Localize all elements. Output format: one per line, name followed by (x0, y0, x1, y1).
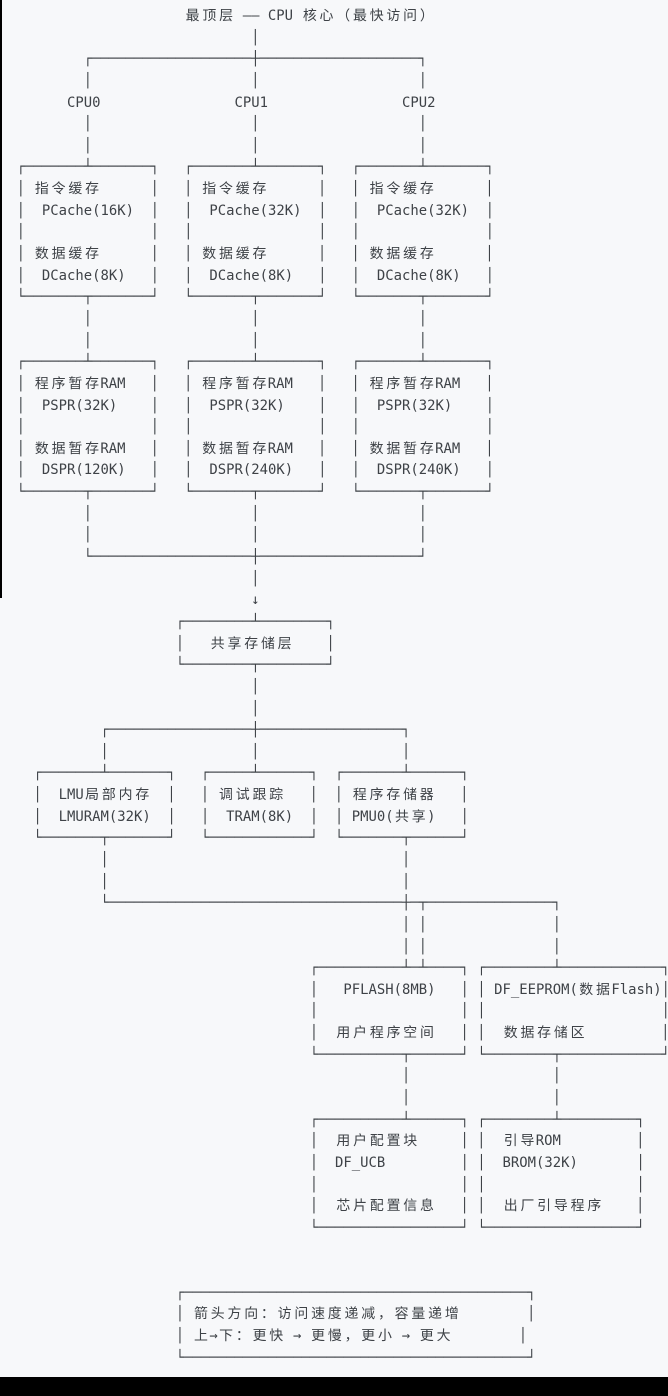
diagram-line: │ │ │ │ (309, 1176, 645, 1193)
diagram-line: │ │ │ │ (309, 1003, 668, 1020)
diagram-line (0, 1261, 668, 1283)
diagram-line: └────────┬────────┘ (175, 657, 335, 674)
diagram-line: └───────────────────────────────────────… (175, 1349, 536, 1366)
diagram-line: ┌───────────────────────────────────────… (175, 1284, 536, 1301)
diagram-line: │ PCache(16K) │ │ PCache(32K) │ │ PCache… (16, 202, 495, 219)
diagram-line: └───────┬───────┘ └────────────┘ └──────… (33, 830, 470, 847)
diagram-line: ┌─────────────────┼─────────────────┐ (100, 722, 411, 739)
diagram-line: │ 数据缓存 │ │ 数据缓存 │ │ 数据缓存 │ (16, 246, 494, 263)
diagram-line: │ 指令缓存 │ │ 指令缓存 │ │ 指令缓存 │ (16, 181, 494, 198)
diagram-line: └─────────────────┘ └──────────────────┘ (309, 1219, 645, 1236)
diagram-line: CPU0 CPU1 CPU2 (67, 94, 436, 111)
diagram-line: │ (251, 570, 260, 587)
diagram-line (0, 1240, 668, 1262)
diagram-line: │ 芯片配置信息 │ │ 出厂引导程序 │ (309, 1198, 645, 1215)
diagram-line: ┌───────────────────┼───────────────────… (83, 51, 428, 68)
diagram-line: └───────┬───────┘ └───────┬───────┘ └───… (16, 484, 495, 501)
diagram-line: │ │ │ (83, 527, 428, 544)
diagram-line: │ 数据暂存RAM │ │ 数据暂存RAM │ │ 数据暂存RAM │ (16, 440, 494, 457)
screen-bottom-black-bar (0, 1377, 668, 1396)
diagram-line: │ 上→下：更快 → 更慢，更小 → 更大 │ (175, 1328, 528, 1345)
diagram-line: │ (251, 678, 260, 695)
diagram-line: ┌───────┴───────┐ ┌─────┴──────┐ ┌──────… (33, 765, 470, 782)
diagram-line: │ 箭头方向：访问速度递减，容量递增 │ (175, 1306, 536, 1323)
diagram-line: └───────────────────┼───────────────────… (83, 549, 428, 566)
screen-left-edge-bar (0, 0, 2, 598)
diagram-line: │ │ │ (83, 137, 428, 154)
diagram-line: │ │ (402, 1090, 562, 1107)
diagram-line: │ DCache(8K) │ │ DCache(8K) │ │ DCache(8… (16, 267, 495, 284)
diagram-line: │ (251, 700, 260, 717)
diagram-line: ┌────────┴────────┐ (175, 613, 335, 630)
diagram-line: │ PSPR(32K) │ │ PSPR(32K) │ │ PSPR(32K) … (16, 397, 495, 414)
diagram-line: │ │ │ (83, 116, 428, 133)
diagram-line: │ LMURAM(32K) │ │ TRAM(8K) │ │ PMU0(共享) … (33, 808, 469, 825)
diagram-line: └───────┬───────┘ └───────┬───────┘ └───… (16, 289, 495, 306)
diagram-line: │ │ │ (83, 310, 428, 327)
diagram-line: │ │ │ (83, 332, 428, 349)
diagram-line: │ │ │ (100, 743, 411, 760)
diagram-line: │ 共享存储层 │ (175, 635, 335, 652)
diagram-line: │ │ │ │ │ │ (16, 419, 495, 436)
diagram-line: ┌───────┴───────┐ ┌───────┴───────┐ ┌───… (16, 159, 495, 176)
diagram-line: │ 程序暂存RAM │ │ 程序暂存RAM │ │ 程序暂存RAM │ (16, 375, 494, 392)
diagram-line: │ │ (402, 1068, 562, 1085)
diagram-line: ↓ (251, 592, 260, 609)
diagram-line: │ 用户配置块 │ │ 引导ROM │ (309, 1133, 645, 1150)
diagram-line: │ │ │ (83, 72, 428, 89)
diagram-line: │ DF_UCB │ │ BROM(32K) │ (309, 1154, 645, 1171)
diagram-line: ┌───────┴───────┐ ┌───────┴───────┐ ┌───… (16, 354, 495, 371)
diagram-line: ┌──────────┴─┴────┐ ┌────────┴──────────… (309, 960, 668, 977)
diagram-line: │ │ (100, 873, 411, 890)
diagram-line: │ (251, 29, 260, 46)
diagram-line: └───────────────────────────────────┼─┬─… (100, 895, 562, 912)
diagram-line: ┌──────────┴──────┐ ┌────────┴─────────┐ (309, 1111, 645, 1128)
diagram-line: │ │ │ (402, 938, 562, 955)
diagram-line: │ │ │ (402, 916, 562, 933)
diagram-line: │ LMU局部内存 │ │ 调试跟踪 │ │ 程序存储器 │ (33, 787, 469, 804)
diagram-line: │ │ (100, 851, 411, 868)
diagram-line: │ DSPR(120K) │ │ DSPR(240K) │ │ DSPR(240… (16, 462, 495, 479)
diagram-line: 最顶层 —— CPU 核心（最快访问） (185, 8, 434, 24)
diagram-line: └──────────┬──────┘ └────────┬──────────… (309, 1046, 668, 1063)
diagram-line: │ │ │ │ │ │ (16, 224, 495, 241)
diagram-line: │ │ │ (83, 505, 428, 522)
